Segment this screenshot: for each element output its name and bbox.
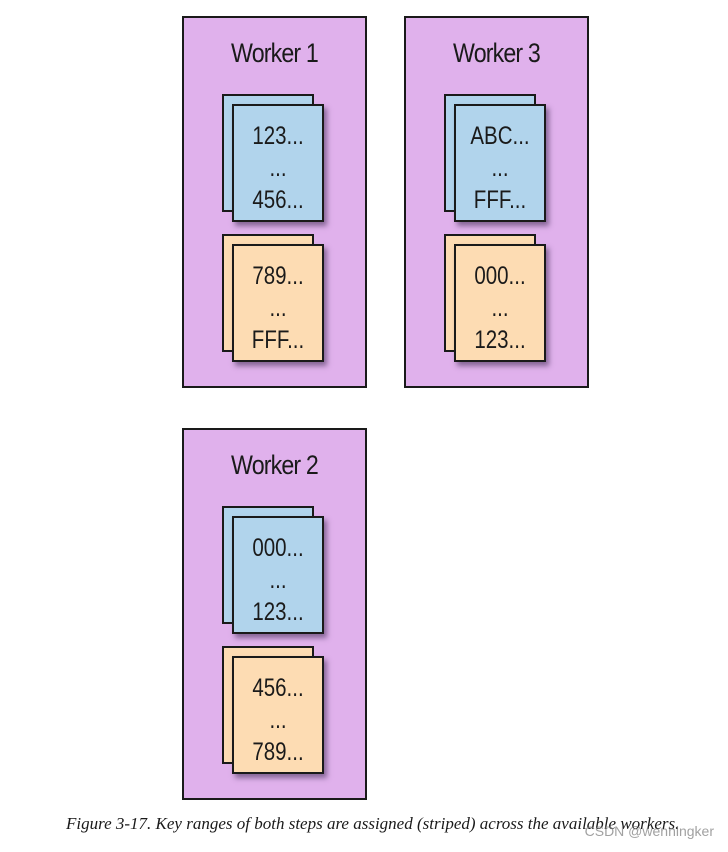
worker-title: Worker 2: [231, 450, 319, 480]
worker-2-box: Worker 2 000... ... 123... 456... ... 78…: [182, 428, 367, 800]
range-start: 000...: [474, 262, 526, 290]
range-end: 456...: [252, 186, 304, 214]
range-start: 456...: [252, 674, 304, 702]
range-ellipsis: ...: [269, 566, 287, 594]
key-range-stack-blue: 000... ... 123...: [222, 506, 326, 636]
stack-front-card: 789... ... FFF...: [232, 244, 324, 362]
key-range-stack-blue: ABC... ... FFF...: [444, 94, 548, 224]
worker-3-box: Worker 3 ABC... ... FFF... 000... ... 12…: [404, 16, 589, 388]
worker-1-box: Worker 1 123... ... 456... 789... ... FF…: [182, 16, 367, 388]
range-end: FFF...: [473, 186, 527, 214]
range-ellipsis: ...: [491, 294, 509, 322]
worker-title: Worker 1: [231, 38, 319, 68]
worker-title: Worker 3: [453, 38, 541, 68]
key-range-stack-orange: 456... ... 789...: [222, 646, 326, 776]
range-start: 123...: [252, 122, 304, 150]
range-start: ABC...: [470, 122, 530, 150]
range-ellipsis: ...: [269, 294, 287, 322]
range-end: 123...: [474, 326, 526, 354]
stack-front-card: ABC... ... FFF...: [454, 104, 546, 222]
figure-caption: Figure 3-17. Key ranges of both steps ar…: [66, 814, 680, 833]
range-ellipsis: ...: [491, 154, 509, 182]
range-end: 789...: [252, 738, 304, 766]
key-range-stack-orange: 000... ... 123...: [444, 234, 548, 364]
key-range-stack-orange: 789... ... FFF...: [222, 234, 326, 364]
stack-front-card: 123... ... 456...: [232, 104, 324, 222]
stack-front-card: 000... ... 123...: [454, 244, 546, 362]
watermark: CSDN @wenningker: [584, 823, 714, 839]
key-range-stack-blue: 123... ... 456...: [222, 94, 326, 224]
range-end: 123...: [252, 598, 304, 626]
range-ellipsis: ...: [269, 706, 287, 734]
range-ellipsis: ...: [269, 154, 287, 182]
range-end: FFF...: [251, 326, 305, 354]
range-start: 789...: [252, 262, 304, 290]
stack-front-card: 456... ... 789...: [232, 656, 324, 774]
stack-front-card: 000... ... 123...: [232, 516, 324, 634]
range-start: 000...: [252, 534, 304, 562]
